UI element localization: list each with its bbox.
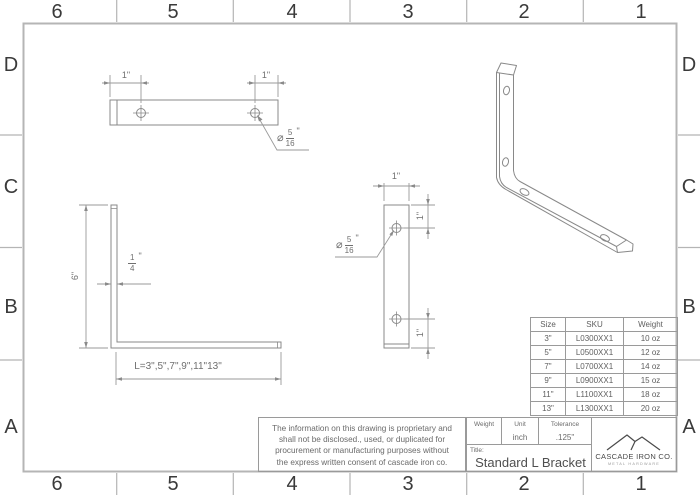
front-view-dim-top: 1"	[415, 211, 425, 221]
zone-col-bottom-1: 1	[635, 473, 647, 495]
zone-row-right-b: B	[682, 296, 696, 318]
notice-line: The information on this drawing is propr…	[272, 424, 452, 433]
zone-col-top-6: 6	[51, 1, 63, 23]
zone-col-bottom-2: 2	[518, 473, 530, 495]
weight-label: Weight	[467, 418, 502, 431]
title-label: Title:	[470, 447, 484, 454]
col-header-size: Size	[530, 317, 566, 332]
zone-row-right-a: A	[682, 416, 696, 438]
company-name: CASCADE IRON CO.	[595, 452, 673, 461]
zone-col-top-4: 4	[286, 1, 298, 23]
zone-col-bottom-6: 6	[51, 473, 63, 495]
side-view-dim-length: L=3",5",7",9",11"13"	[134, 361, 222, 372]
side-view-dim-height: 6"	[70, 271, 80, 281]
diameter-symbol: ⌀	[336, 239, 343, 251]
notice-line: shall not be disclosed., used, or duplic…	[278, 435, 446, 445]
unit-value: inch	[502, 431, 539, 444]
fraction: 5 16	[285, 128, 295, 148]
col-header-sku: SKU	[565, 317, 624, 332]
drawing-title: Standard L Bracket	[475, 455, 586, 470]
weight-value	[467, 431, 502, 444]
zone-row-right-c: C	[681, 176, 697, 198]
zone-col-top-1: 1	[635, 1, 647, 23]
zone-row-left-c: C	[3, 176, 19, 198]
zone-row-left-a: A	[4, 416, 18, 438]
top-view-dim-right: 1"	[261, 70, 271, 80]
title-block-fields: Weight Unit Tolerance inch .125" Title: …	[467, 418, 591, 471]
tolerance-value: .125"	[555, 433, 575, 442]
table-header-row: Size SKU Weight	[530, 317, 678, 332]
mountain-icon	[606, 434, 661, 451]
proprietary-notice: The information on this drawing is propr…	[258, 417, 466, 472]
top-view-dim-left: 1"	[121, 70, 131, 80]
unit-label: Unit	[502, 418, 539, 431]
zone-col-bottom-4: 4	[286, 473, 298, 495]
company-logo: CASCADE IRON CO. METAL HARDWARE	[591, 418, 676, 471]
notice-line: procurement or manufacturing purposes wi…	[275, 446, 449, 456]
zone-col-top-3: 3	[402, 1, 414, 23]
notice-line: the express written consent of cascade i…	[276, 457, 448, 467]
zone-col-bottom-3: 3	[402, 473, 414, 495]
top-view	[102, 75, 309, 151]
isometric-view	[496, 62, 634, 253]
side-view	[79, 204, 282, 385]
tolerance-label: Tolerance	[550, 421, 580, 428]
front-view-dim-bottom: 1"	[415, 328, 425, 338]
top-view-hole-callout: ⌀ 5 16 "	[277, 126, 300, 148]
zone-col-bottom-5: 5	[167, 473, 179, 495]
side-view-thickness-dim: 1 4 "	[128, 251, 142, 273]
zone-col-top-2: 2	[518, 1, 530, 23]
col-header-weight: Weight	[623, 317, 678, 332]
zone-row-left-d: D	[3, 54, 19, 76]
diameter-symbol: ⌀	[277, 132, 284, 144]
front-view-hole-callout: ⌀ 5 16 "	[336, 233, 359, 255]
title-block: Weight Unit Tolerance inch .125" Title: …	[466, 417, 677, 472]
fraction: 5 16	[344, 235, 354, 255]
zone-row-left-b: B	[4, 296, 18, 318]
front-view	[335, 183, 435, 359]
front-view-dim-width: 1"	[391, 171, 401, 181]
company-tagline: METAL HARDWARE	[607, 462, 661, 466]
fraction: 1 4	[128, 253, 137, 273]
zone-col-top-5: 5	[167, 1, 179, 23]
zone-row-right-d: D	[681, 54, 697, 76]
title-field: Title: Standard L Bracket	[467, 445, 591, 471]
